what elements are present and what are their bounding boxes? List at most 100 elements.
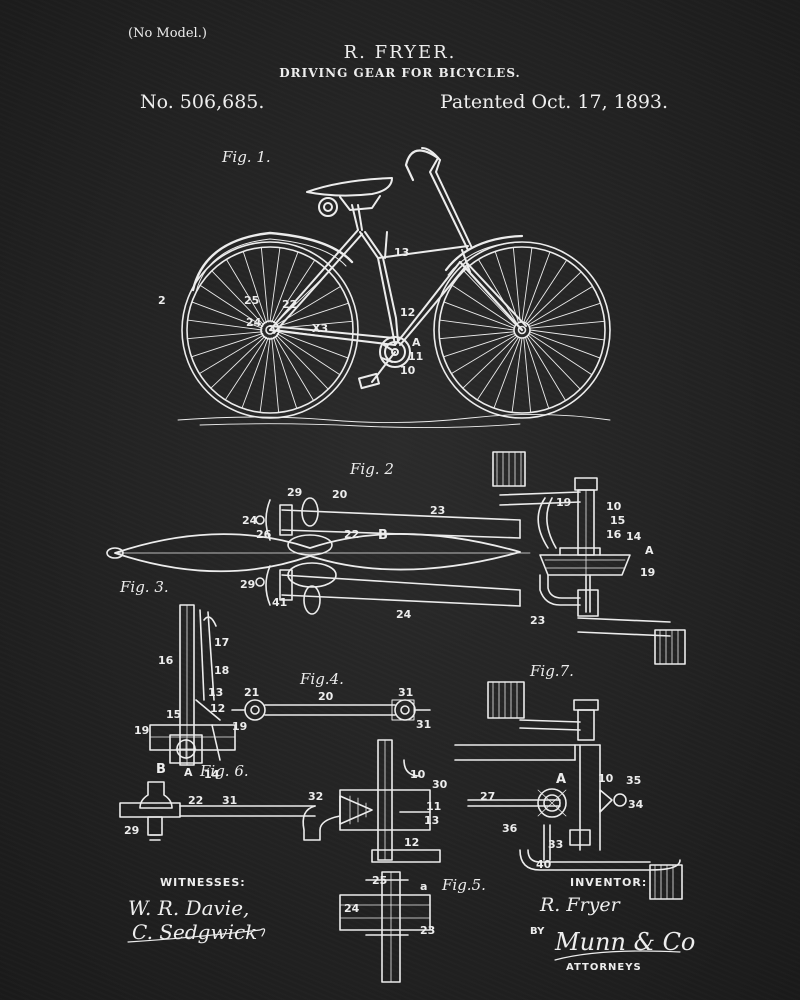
wheel-spoke	[493, 337, 521, 409]
wheel-spoke	[439, 319, 515, 331]
ref-numeral: A	[556, 772, 567, 787]
ref-numeral: 23	[420, 924, 436, 937]
ref-numeral: 19	[232, 720, 248, 733]
ref-numeral: 21	[244, 686, 260, 699]
fig7-detail	[454, 681, 683, 900]
ref-numeral: 24	[344, 902, 360, 915]
ref-numeral: 10	[598, 772, 614, 785]
wheel-spoke	[476, 336, 519, 401]
ref-numeral: 29	[124, 824, 140, 837]
wheel-spoke	[241, 337, 269, 409]
wheel-spoke	[191, 301, 263, 329]
ref-numeral: A	[184, 766, 193, 779]
wheel-spoke	[451, 284, 516, 327]
wheel-spoke	[269, 247, 281, 323]
ref-numeral: 16	[158, 654, 174, 667]
fig3-detail	[149, 604, 236, 766]
ref-numeral: 25	[244, 294, 260, 307]
attorneys-label: ATTORNEYS	[566, 962, 642, 973]
witnesses-heading: WITNESSES:	[160, 876, 246, 889]
ref-numeral: A	[645, 544, 654, 557]
ref-numeral: 16	[606, 528, 622, 541]
ref-numeral: 34	[628, 798, 644, 811]
ref-numeral: 19	[134, 724, 150, 737]
wheel-spoke	[450, 334, 517, 375]
wheel-spoke	[271, 337, 280, 413]
bicycle-frame	[269, 147, 527, 390]
wheel-spoke	[462, 335, 518, 389]
no-model-note: (No Model.)	[128, 26, 207, 41]
wheel-spoke	[511, 337, 523, 413]
fig2-drive-assembly	[106, 451, 686, 665]
bevel-gear	[492, 451, 686, 665]
fig1-bicycle	[177, 147, 611, 429]
ref-numeral: 41	[272, 596, 288, 609]
wheel-spoke	[277, 331, 349, 359]
ref-numeral: 10	[400, 364, 416, 377]
ref-numeral: 13	[208, 686, 224, 699]
inventor-heading: INVENTOR:	[570, 876, 648, 889]
fig1-label: Fig. 1.	[222, 148, 271, 166]
fig6-label: Fig. 6.	[200, 762, 249, 780]
ref-numeral: B	[156, 762, 166, 777]
wheel-spoke	[439, 331, 515, 340]
fig4-link	[231, 699, 431, 721]
ref-numeral: 40	[536, 858, 552, 871]
witness-signature-2: C. Sedgwick	[132, 920, 258, 944]
wheel-spoke	[529, 331, 601, 359]
ref-numeral: 29	[287, 486, 303, 499]
lower-bar	[255, 562, 521, 615]
wheel-spoke	[187, 331, 263, 340]
wheel-spoke	[494, 250, 519, 324]
ref-numeral: 10	[606, 500, 622, 513]
by-label: BY	[530, 926, 545, 937]
ground-line	[177, 414, 611, 429]
ref-numeral: 31	[222, 794, 238, 807]
wheel-spoke	[276, 302, 350, 327]
ref-numeral: 22	[188, 794, 204, 807]
wheel-spoke	[199, 284, 264, 327]
wheel-spoke	[523, 251, 551, 323]
ref-numeral: B	[378, 528, 388, 543]
ref-numeral: 27	[480, 790, 496, 803]
wheel-spoke	[190, 333, 264, 358]
ref-numeral: 17	[214, 636, 230, 649]
witness-signature-1: W. R. Davie,	[128, 896, 250, 920]
wheel-spoke	[224, 336, 267, 401]
wheel-spoke	[211, 270, 265, 326]
ref-numeral: 14	[204, 768, 220, 781]
ref-numeral: 30	[432, 778, 448, 791]
ref-numeral: 32	[308, 790, 324, 803]
patent-date: Patented Oct. 17, 1893.	[440, 91, 669, 113]
ref-numeral: 24	[246, 316, 262, 329]
rear-axle	[106, 533, 531, 573]
ref-numeral: 10	[410, 768, 426, 781]
fig6-detail	[119, 739, 441, 863]
wheel-spoke	[271, 251, 299, 323]
ref-numeral: 20	[332, 488, 348, 501]
rear-wheel	[181, 231, 359, 419]
inventor-signature: R. Fryer	[540, 894, 620, 916]
signature-flourishes	[127, 928, 681, 961]
wheel-spoke	[274, 335, 315, 402]
wheel-spoke	[527, 334, 581, 390]
wheel-spoke	[528, 302, 602, 327]
wheel-spoke	[512, 247, 521, 323]
ref-numeral: 11	[426, 800, 442, 813]
ref-numeral: 22	[282, 298, 298, 311]
ref-numeral: 31	[416, 718, 432, 731]
ref-numeral: 36	[502, 822, 518, 835]
wheel-spoke	[523, 337, 532, 413]
wheel-spoke	[527, 285, 594, 326]
ref-numeral: 14	[626, 530, 642, 543]
ref-numeral: 15	[610, 514, 626, 527]
ref-numeral: 13	[394, 246, 410, 259]
ref-numeral: 12	[400, 306, 416, 319]
ref-numeral: 23	[430, 504, 446, 517]
wheel-spoke	[528, 333, 593, 376]
ref-numeral: 12	[210, 702, 226, 715]
ref-numeral: 18	[214, 664, 230, 677]
attorney-signature: Munn & Co	[555, 928, 696, 956]
fig3-label: Fig. 3.	[120, 578, 169, 596]
